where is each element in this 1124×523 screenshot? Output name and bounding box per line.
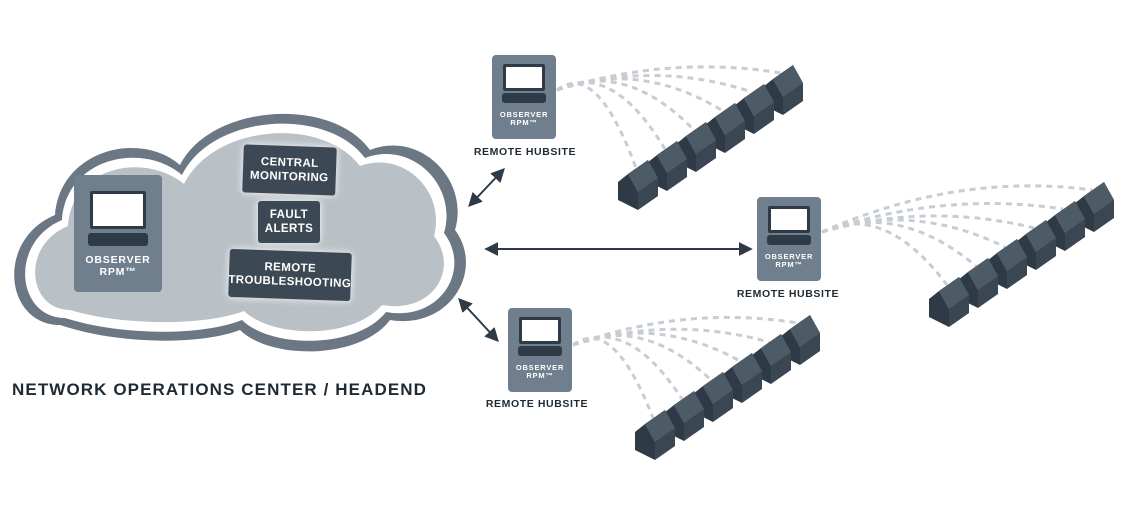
- hubsite-2-device-label: OBSERVER RPM™: [764, 252, 814, 270]
- house-icon: [929, 277, 969, 327]
- monitor-icon: [90, 191, 146, 229]
- coax-dashed-line: [556, 82, 638, 169]
- coax-dashed-line: [821, 218, 1006, 249]
- device-drive-bar: [518, 346, 562, 356]
- device-drive-bar: [767, 235, 811, 245]
- remote-troubleshooting-badge: REMOTE TROUBLESHOOTING: [228, 248, 352, 302]
- fault-alerts-badge: FAULT ALERTS: [258, 201, 320, 243]
- noc-observer-device: OBSERVER RPM™: [74, 175, 162, 292]
- coax-dashed-line: [821, 184, 1093, 234]
- hubsite-3-label: REMOTE HUBSITE: [485, 398, 589, 410]
- coax-dashed-line: [556, 65, 782, 92]
- coax-dashed-line: [556, 79, 696, 132]
- noc-device-label: OBSERVER RPM™: [85, 254, 151, 278]
- link-arrow-hubsite-3: [458, 297, 499, 343]
- hubsite-1-observer-device: OBSERVER RPM™: [492, 55, 556, 139]
- device-drive-bar: [502, 93, 546, 103]
- noc-label: NETWORK OPERATIONS CENTER / HEADEND: [12, 380, 428, 399]
- house-icon: [734, 84, 774, 134]
- link-arrow-hubsite-1: [468, 167, 505, 208]
- hubsite-2-label: REMOTE HUBSITE: [736, 288, 840, 300]
- house-icon: [618, 160, 658, 210]
- monitor-icon: [768, 206, 810, 233]
- coax-dashed-line: [821, 222, 949, 286]
- coax-dashed-line: [572, 315, 799, 347]
- hubsite-2-observer-device: OBSERVER RPM™: [757, 197, 821, 281]
- house-icon: [958, 258, 998, 308]
- central-monitoring-badge: CENTRAL MONITORING: [242, 144, 337, 196]
- coax-dashed-line: [572, 336, 655, 419]
- hubsite-3-device-label: OBSERVER RPM™: [515, 363, 565, 381]
- coax-dashed-line: [821, 202, 1064, 234]
- hubsite-3-observer-device: OBSERVER RPM™: [508, 308, 572, 392]
- house-icon: [1016, 220, 1056, 270]
- subscriber-fanouts: [556, 65, 1114, 460]
- coax-dashed-line: [572, 334, 713, 382]
- monitor-icon: [503, 64, 545, 91]
- monitor-icon: [519, 317, 561, 344]
- house-icon: [705, 103, 745, 153]
- coax-dashed-line: [821, 221, 977, 268]
- house-icon: [635, 410, 675, 460]
- hubsite-1-device-label: OBSERVER RPM™: [499, 110, 549, 128]
- device-drive-bar: [88, 233, 148, 246]
- hubsite-1-label: REMOTE HUBSITE: [473, 146, 577, 158]
